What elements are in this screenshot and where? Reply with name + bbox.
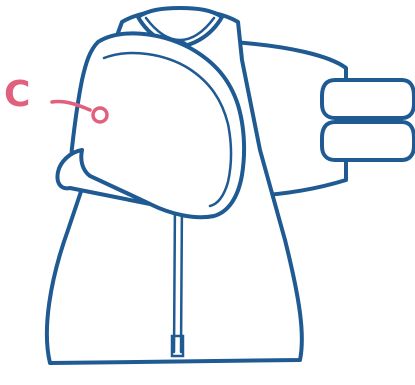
fastening-tab-upper: [322, 80, 414, 118]
callout-marker: [93, 108, 107, 122]
fastening-tab-lower: [322, 122, 414, 160]
callout-letter: C: [4, 74, 30, 115]
